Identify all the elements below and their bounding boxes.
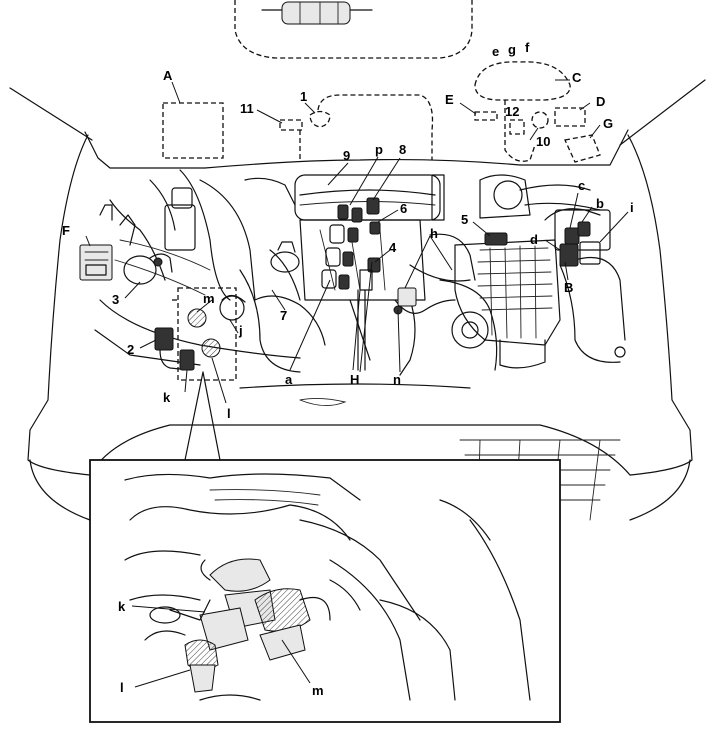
label-F: F bbox=[62, 223, 70, 238]
label-m: m bbox=[203, 291, 215, 306]
label-2: 2 bbox=[127, 342, 134, 357]
label-g: g bbox=[508, 42, 516, 57]
label-l: l bbox=[227, 406, 231, 421]
label-k: k bbox=[163, 390, 171, 405]
box-C bbox=[474, 61, 571, 101]
label-A: A bbox=[163, 68, 173, 83]
label-j: j bbox=[238, 323, 243, 338]
zoom-pointer bbox=[184, 371, 221, 461]
label-9: 9 bbox=[343, 148, 350, 163]
label-7: 7 bbox=[280, 308, 287, 323]
label-B: B bbox=[564, 280, 573, 295]
callout-labels: A 1 11 e g f C E 12 D 10 G 9 p 8 6 5 c b… bbox=[62, 40, 634, 698]
component-F bbox=[79, 244, 113, 281]
label-4: 4 bbox=[389, 240, 397, 255]
box-A bbox=[162, 102, 224, 159]
box-1 bbox=[309, 110, 331, 128]
label-E: E bbox=[445, 92, 454, 107]
label-b: b bbox=[596, 196, 604, 211]
label-10: 10 bbox=[536, 134, 550, 149]
inset-detail bbox=[89, 459, 561, 723]
label-C: C bbox=[572, 70, 582, 85]
label-h: h bbox=[430, 226, 438, 241]
left-components bbox=[79, 204, 246, 371]
label-c: c bbox=[578, 178, 585, 193]
label-11: 11 bbox=[240, 101, 254, 116]
label-6: 6 bbox=[400, 201, 407, 216]
label-e: e bbox=[492, 44, 499, 59]
inset-label-k: k bbox=[118, 599, 126, 614]
box-12 bbox=[509, 119, 525, 135]
inset-label-l: l bbox=[120, 680, 124, 695]
label-d: d bbox=[530, 232, 538, 247]
label-n: n bbox=[393, 372, 401, 387]
box-D bbox=[554, 107, 586, 127]
label-12: 12 bbox=[505, 104, 519, 119]
label-H: H bbox=[350, 372, 359, 387]
right-components bbox=[554, 209, 626, 363]
label-G: G bbox=[603, 116, 613, 131]
callout-boxes bbox=[162, 61, 601, 381]
label-1: 1 bbox=[300, 89, 307, 104]
box-11 bbox=[279, 119, 303, 131]
label-i: i bbox=[630, 200, 634, 215]
injector-connectors bbox=[321, 197, 601, 371]
inset-label-m: m bbox=[312, 683, 324, 698]
vehicle-body-outline bbox=[9, 79, 706, 521]
label-f: f bbox=[525, 40, 530, 55]
label-8: 8 bbox=[399, 142, 406, 157]
label-3: 3 bbox=[112, 292, 119, 307]
label-D: D bbox=[596, 94, 605, 109]
air-cleaner bbox=[454, 174, 601, 369]
leader-lines bbox=[85, 79, 629, 404]
box-j bbox=[177, 287, 237, 381]
label-p: p bbox=[375, 142, 383, 157]
box-E bbox=[474, 111, 498, 121]
windshield-outline bbox=[234, 0, 473, 59]
label-5: 5 bbox=[461, 212, 468, 227]
label-a: a bbox=[285, 372, 293, 387]
box-G bbox=[564, 134, 601, 163]
